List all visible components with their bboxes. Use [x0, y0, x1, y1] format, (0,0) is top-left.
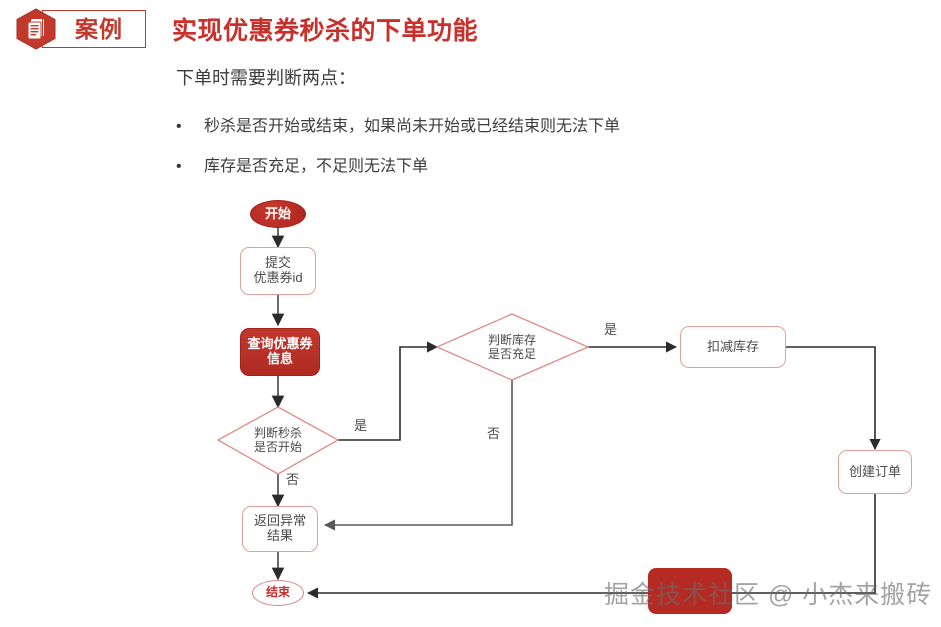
- bullet-item: • 秒杀是否开始或结束，如果尚未开始或已经结束则无法下单: [176, 112, 620, 136]
- flowchart: 开始 提交 优惠券id 查询优惠券 信息 判断秒杀 是否开始 判断库存 是否充足…: [0, 180, 941, 627]
- edge-label-stock-no: 否: [487, 426, 501, 441]
- edge-label-seckill-yes: 是: [354, 418, 368, 433]
- edge-label-stock-yes: 是: [604, 322, 618, 337]
- document-icon: [16, 8, 56, 50]
- badge-label-box: [42, 10, 146, 48]
- decision-seckill-shape: [216, 406, 340, 475]
- bullet-text: 库存是否充足，不足则无法下单: [204, 158, 429, 175]
- page-title: 实现优惠券秒杀的下单功能: [172, 17, 479, 45]
- bullet-marker: •: [176, 158, 182, 175]
- decorative-red-block: [648, 568, 732, 614]
- intro-text: 下单时需要判断两点：: [176, 68, 356, 88]
- watermark-text: 掘金技术社区 @ 小杰来搬砖: [604, 581, 933, 609]
- flow-node-end[interactable]: 结束: [252, 580, 304, 606]
- bullet-item: • 库存是否充足，不足则无法下单: [176, 152, 428, 176]
- badge-label: 案例: [75, 16, 123, 42]
- flow-node-create-order[interactable]: 创建订单: [838, 450, 912, 494]
- bullet-marker: •: [176, 118, 182, 135]
- case-badge: 案例: [14, 8, 146, 50]
- edge-label-seckill-no: 否: [286, 472, 300, 487]
- flow-node-error-result[interactable]: 返回异常 结果: [242, 506, 318, 552]
- flowchart-connectors: [216, 228, 881, 599]
- bullet-text: 秒杀是否开始或结束，如果尚未开始或已经结束则无法下单: [204, 118, 621, 135]
- header-bar: 案例 实现优惠券秒杀的下单功能: [0, 0, 941, 58]
- flow-node-query[interactable]: 查询优惠券 信息: [240, 328, 320, 376]
- flow-node-submit[interactable]: 提交 优惠券id: [240, 247, 316, 295]
- decision-stock-shape: [435, 313, 590, 381]
- flow-node-start[interactable]: 开始: [250, 200, 306, 228]
- flow-node-deduct-stock[interactable]: 扣减库存: [680, 326, 786, 368]
